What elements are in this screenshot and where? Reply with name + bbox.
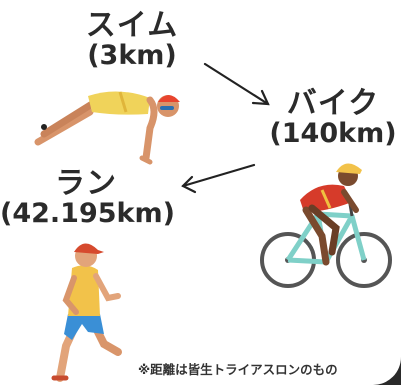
- swim-label: スイム (3km): [62, 10, 202, 70]
- arrow-icon: [181, 163, 256, 194]
- cyclist-icon: [260, 163, 392, 288]
- runner-icon: [51, 243, 122, 382]
- run-label: ラン (42.195km): [0, 166, 175, 229]
- swim-distance: (3km): [87, 39, 177, 71]
- run-name: ラン: [55, 166, 117, 201]
- footnote: ※距離は皆生トライアスロンのもの: [138, 362, 338, 377]
- bike-name: バイク: [286, 86, 380, 121]
- swim-name: スイム: [85, 8, 179, 43]
- bike-label: バイク (140km): [268, 88, 398, 148]
- run-distance: (42.195km): [0, 197, 175, 229]
- bike-distance: (140km): [269, 117, 397, 149]
- arrow-icon: [203, 62, 270, 106]
- swimmer-icon: [34, 91, 180, 165]
